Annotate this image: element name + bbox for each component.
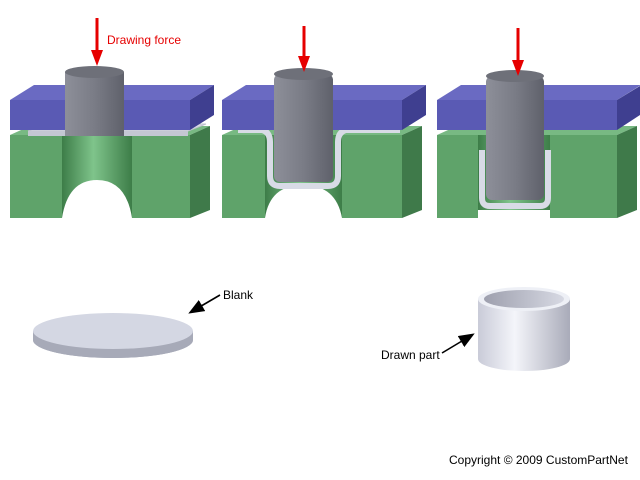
drawn-cup-section	[479, 150, 551, 209]
drawing-force-arrow	[512, 28, 524, 76]
drawn-part-pointer-arrow	[441, 333, 475, 354]
drawn-part-label: Drawn part	[381, 348, 440, 362]
drawing-force-arrow	[298, 26, 310, 72]
punch	[486, 70, 544, 200]
die	[10, 126, 210, 218]
punch	[274, 68, 333, 182]
blank-label: Blank	[223, 288, 254, 302]
copyright-text: Copyright © 2009 CustomPartNet	[449, 453, 628, 467]
drawn-cup	[441, 287, 570, 371]
blank-holder	[222, 85, 426, 130]
blank-disc	[33, 294, 221, 358]
stage-1	[10, 18, 214, 218]
drawing-force-arrow	[91, 18, 103, 66]
stage-2	[222, 26, 426, 218]
formed-sheet	[238, 127, 400, 189]
drawing-force-label: Drawing force	[107, 33, 182, 47]
stage-3	[437, 28, 640, 218]
blank-pointer-arrow	[188, 294, 221, 314]
punch	[65, 66, 124, 136]
